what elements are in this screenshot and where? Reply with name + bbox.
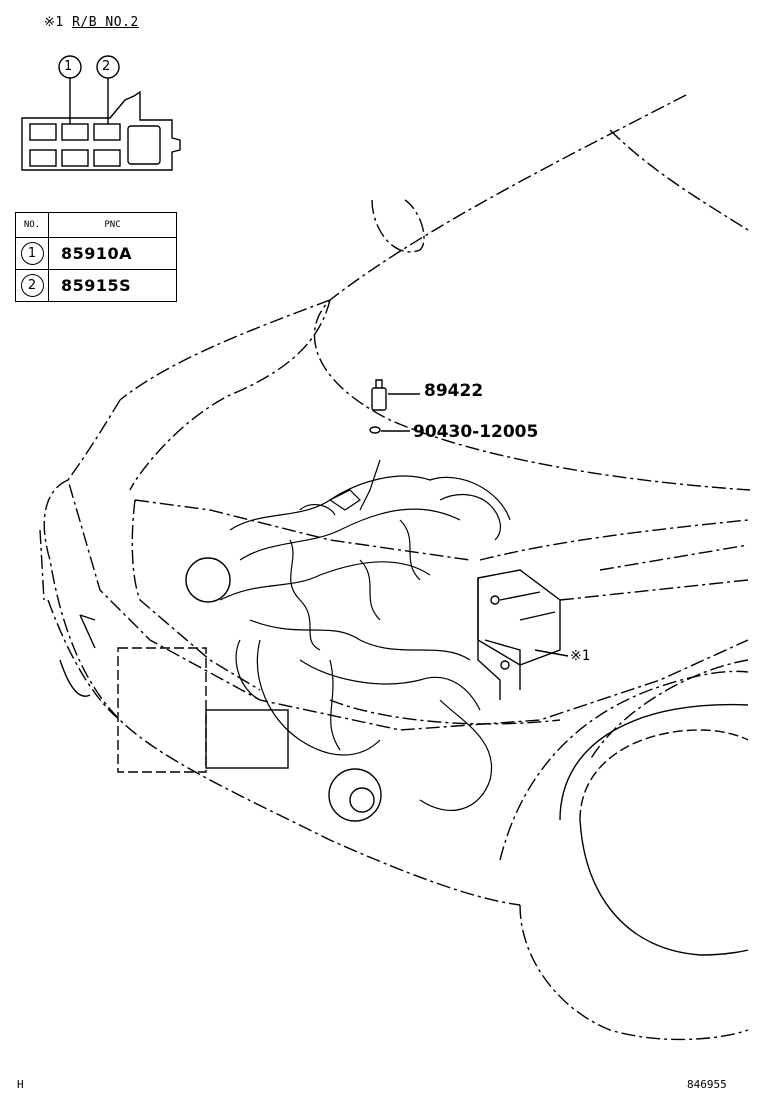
wheel-arch: [559, 703, 749, 956]
callout-label-1: 1: [64, 59, 73, 74]
relay-block-name: R/B NO.2: [72, 15, 139, 30]
relay-block-title: ※1 R/B NO.2: [44, 15, 139, 30]
header-no: NO.: [15, 212, 49, 238]
row-number: 2: [20, 274, 44, 297]
row-pnc[interactable]: 85915S: [48, 269, 177, 302]
horn-relay-drawing: [369, 379, 420, 434]
relay-box-bracket: [477, 569, 569, 700]
footer-left-code: H: [17, 1078, 24, 1091]
table-row: 2 85915S: [15, 269, 177, 302]
table-header-row: NO. PNC: [15, 212, 177, 238]
part-label-washer[interactable]: 90430-12005: [413, 422, 539, 442]
pnc-table: NO. PNC 1 85910A 2 85915S: [15, 212, 177, 302]
part-label-horn-relay[interactable]: 89422: [424, 381, 484, 401]
ref-mark-label: ※1: [570, 648, 591, 664]
vehicle-outline: [39, 94, 751, 1041]
grille-bumper: [59, 557, 382, 822]
callout-label-2: 2: [102, 59, 111, 74]
row-number: 1: [20, 242, 44, 265]
engine-assembly: [219, 459, 511, 811]
callout-circle-2: [96, 55, 120, 79]
callout-circle-1: [58, 55, 82, 79]
header-pnc: PNC: [48, 212, 177, 238]
relay-block-drawing: [21, 55, 181, 171]
row-pnc[interactable]: 85910A: [48, 237, 177, 270]
footer-right-code: 846955: [687, 1078, 727, 1091]
table-row: 1 85910A: [15, 237, 177, 270]
ref-mark-title: ※1: [44, 15, 64, 30]
